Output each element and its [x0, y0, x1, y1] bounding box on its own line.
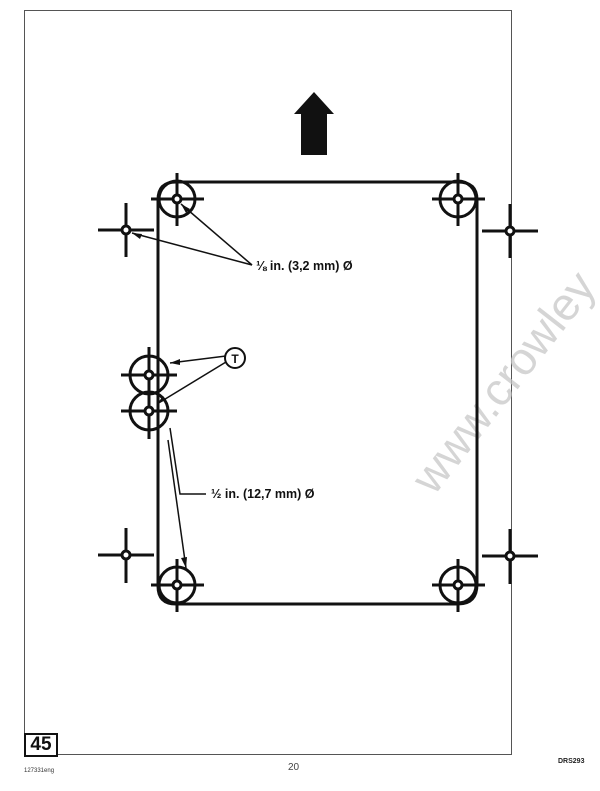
template-outline [156, 180, 479, 606]
callout-T-icon [224, 347, 246, 369]
large-hole-top-right-icon [432, 173, 485, 226]
document-code: 127331eng [24, 768, 55, 774]
large-hole-diameter-label: ½ in. (12,7 mm) Ø [211, 487, 315, 501]
small-hole-upper-right-icon [482, 204, 538, 258]
page-number: 20 [288, 762, 300, 773]
leader-T-2 [156, 361, 227, 405]
large-hole-side-lower-icon [121, 383, 177, 439]
page-frame [24, 10, 512, 755]
callout-T-label: T [231, 352, 239, 366]
small-hole-upper-left-icon [98, 203, 154, 257]
small-hole-lower-left-icon [98, 528, 154, 583]
up-arrow-icon [294, 92, 334, 155]
leader-large-hole-2 [167, 439, 187, 569]
leader-small-hole-1 [180, 203, 253, 266]
large-hole-bottom-left-icon [151, 559, 204, 612]
small-hole-lower-right-icon [482, 529, 538, 584]
figure-number: 45 [24, 733, 58, 757]
small-hole-diameter-label: ⅛ in. (3,2 mm) Ø [256, 259, 353, 273]
drawing-reference: DRS293 [558, 758, 585, 765]
large-hole-bottom-right-icon [432, 559, 485, 612]
leader-small-hole-2 [131, 232, 253, 266]
large-hole-top-left-icon [151, 173, 204, 226]
large-hole-side-upper-icon [121, 347, 177, 403]
leader-large-hole [169, 427, 206, 495]
